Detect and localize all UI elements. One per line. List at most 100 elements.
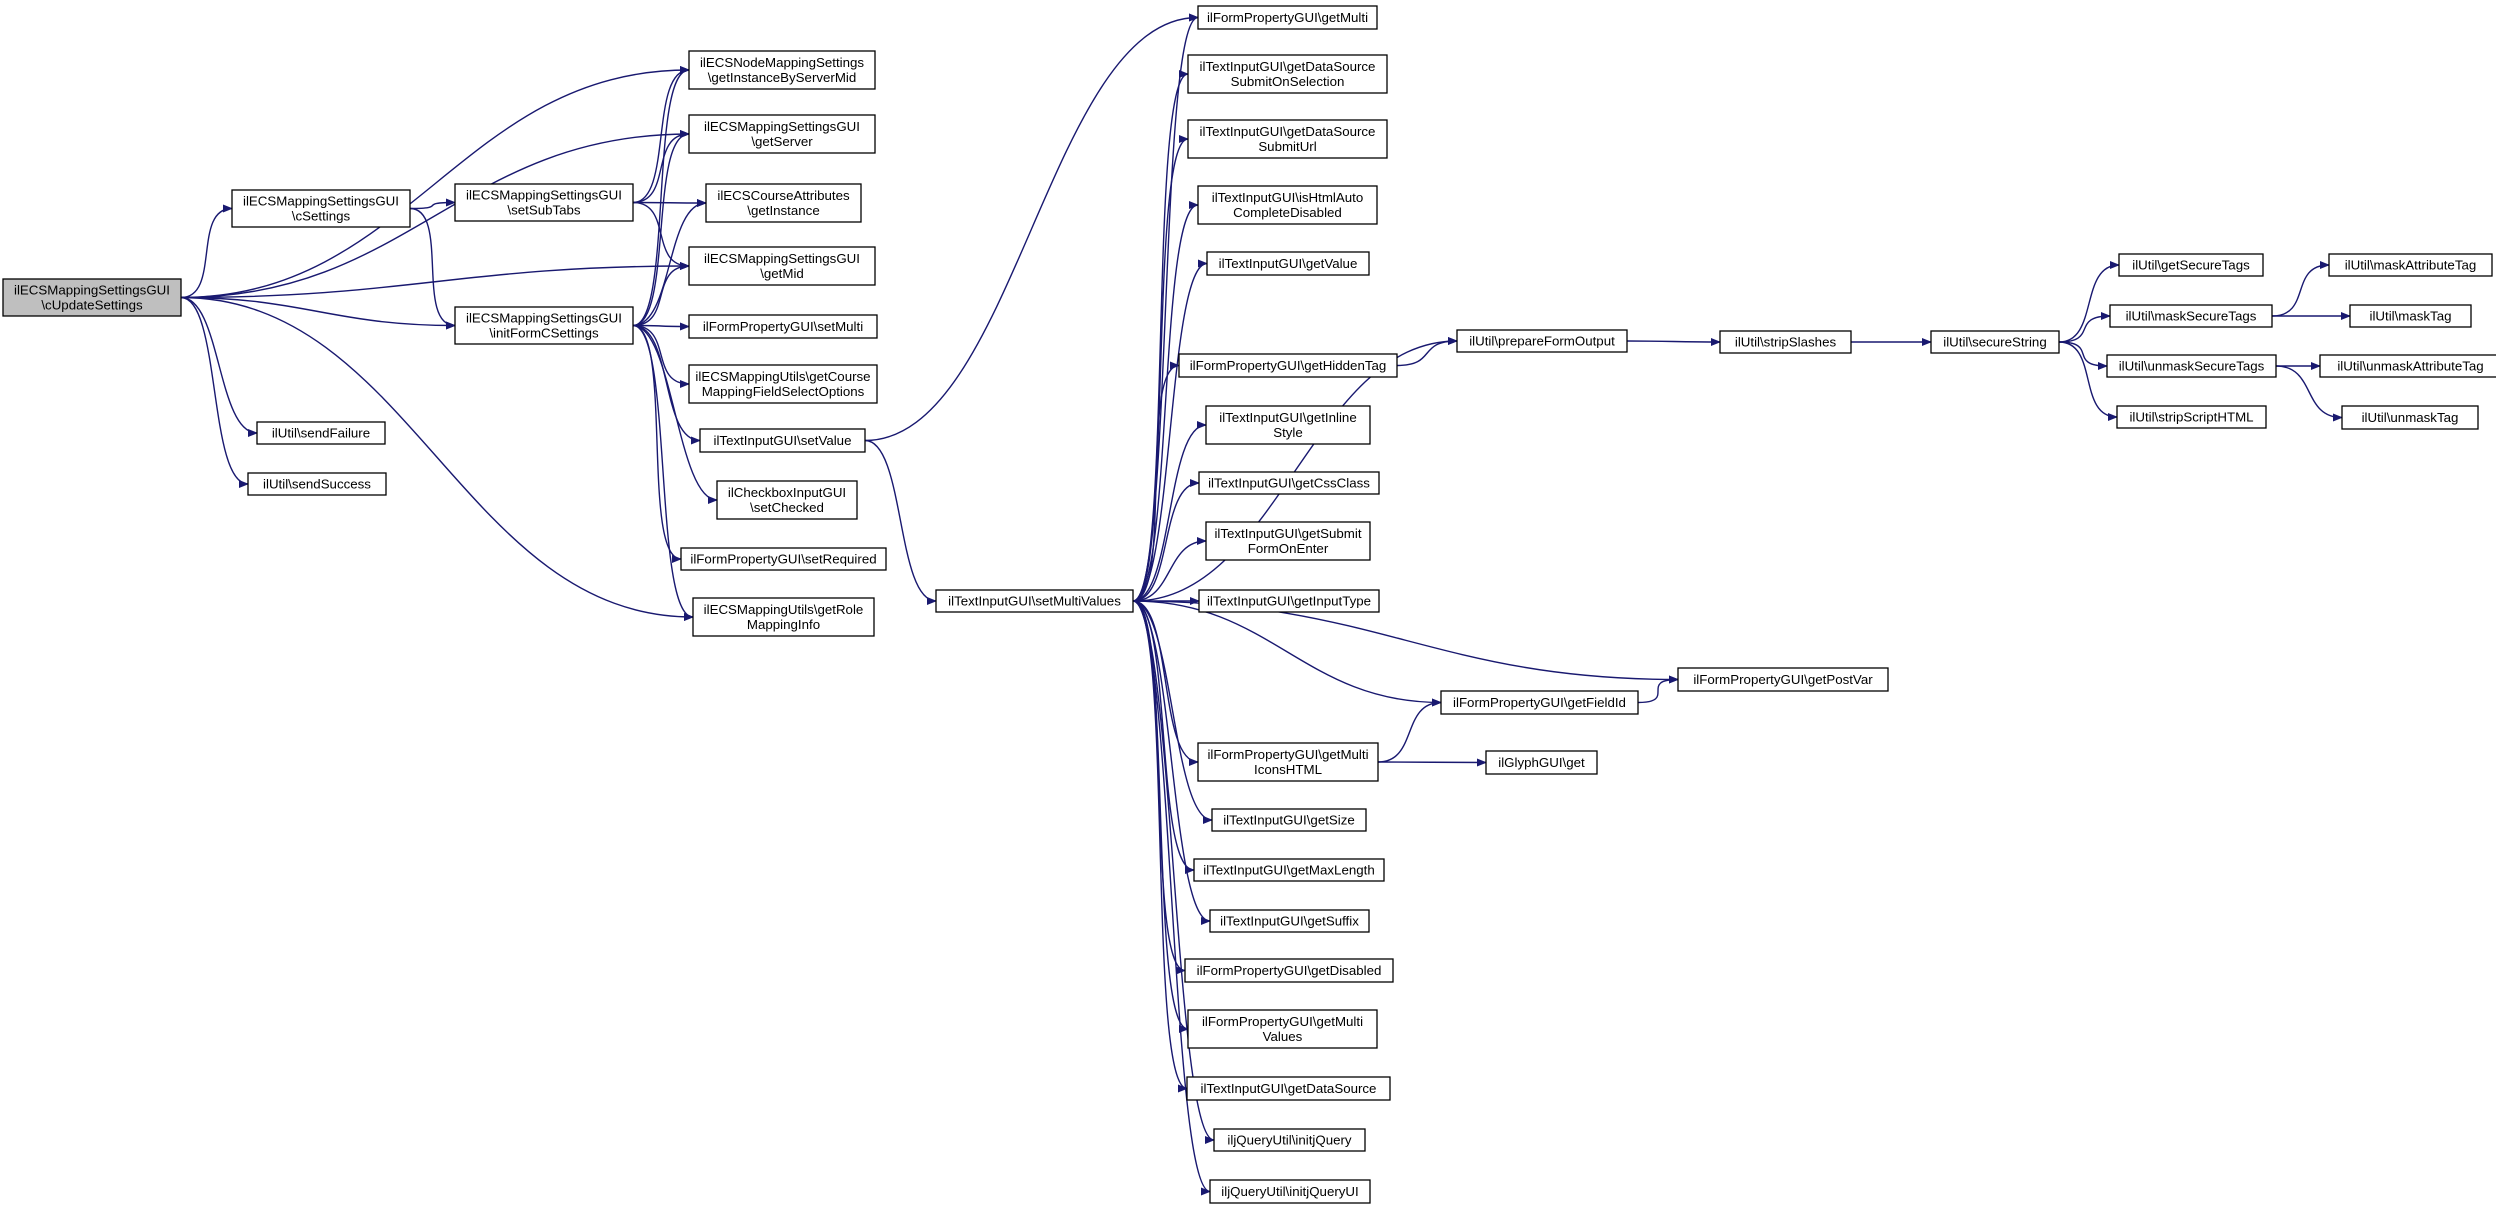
node-maskTag[interactable]: ilUtil\maskTag (2349, 304, 2472, 328)
node-box (1184, 958, 1394, 983)
node-getInstanceByServerMid[interactable]: ilECSNodeMappingSettings\getInstanceBySe… (688, 50, 876, 90)
node-getSize[interactable]: ilTextInputGUI\getSize (1211, 808, 1367, 832)
node-label: iljQueryUtil\initjQuery (1227, 1133, 1351, 1148)
node-isHtmlAutoCompleteDisabled[interactable]: ilTextInputGUI\isHtmlAutoCompleteDisable… (1197, 185, 1378, 225)
node-unmaskAttributeTag[interactable]: ilUtil\unmaskAttributeTag (2319, 354, 2496, 378)
node-box (2319, 354, 2496, 378)
edge-root-to-sendFailure (180, 296, 258, 437)
edge-setMultiValues-to-getMulti (1132, 13, 1199, 602)
node-getSuffix[interactable]: ilTextInputGUI\getSuffix (1209, 909, 1370, 933)
node-getPostVar[interactable]: ilFormPropertyGUI\getPostVar (1677, 667, 1889, 692)
node-box (2, 278, 182, 317)
node-cSettings[interactable]: ilECSMappingSettingsGUI\cSettings (231, 189, 411, 228)
node-getSecureTags[interactable]: ilUtil\getSecureTags (2118, 253, 2264, 277)
node-getCourseMapping[interactable]: ilECSMappingUtils\getCourseMappingFieldS… (688, 364, 878, 404)
edge-maskSecureTags-to-maskAttributeTag (2271, 261, 2330, 317)
node-label: ilTextInputGUI\getSize (1223, 813, 1355, 828)
edge-setMultiValues-to-initjQuery (1132, 600, 1215, 1144)
node-label: iljQueryUtil\initjQueryUI (1221, 1184, 1358, 1199)
node-label: ilFormPropertyGUI\getFieldId (1453, 695, 1626, 710)
node-box (1213, 1128, 1366, 1152)
node-setMulti[interactable]: ilFormPropertyGUI\setMulti (688, 314, 878, 339)
edge-initForm-to-getInstance (632, 199, 707, 327)
node-getCssClass[interactable]: ilTextInputGUI\getCssClass (1198, 471, 1380, 495)
node-getMaxLength[interactable]: ilTextInputGUI\getMaxLength (1193, 858, 1385, 882)
node-initForm[interactable]: ilECSMappingSettingsGUI\initFormCSetting… (454, 306, 634, 345)
node-box (688, 114, 876, 154)
node-getHiddenTag[interactable]: ilFormPropertyGUI\getHiddenTag (1178, 353, 1398, 378)
node-getInputType[interactable]: ilTextInputGUI\getInputType (1198, 589, 1380, 613)
edge-root-to-cSettings (180, 204, 233, 299)
node-box (1187, 119, 1388, 159)
node-setChecked[interactable]: ilCheckboxInputGUI\setChecked (716, 480, 858, 520)
node-unmaskSecureTags[interactable]: ilUtil\unmaskSecureTags (2106, 354, 2277, 378)
node-setMultiValues[interactable]: ilTextInputGUI\setMultiValues (935, 589, 1134, 613)
node-label: ilUtil\secureString (1943, 335, 2046, 350)
edge-setMultiValues-to-getMultiValues (1132, 600, 1189, 1033)
node-box (2328, 253, 2493, 277)
edge-layer (180, 13, 2351, 1196)
node-maskAttributeTag[interactable]: ilUtil\maskAttributeTag (2328, 253, 2493, 277)
node-initjQuery[interactable]: iljQueryUtil\initjQuery (1213, 1128, 1366, 1152)
edge-setMultiValues-to-getHiddenTag (1132, 361, 1180, 602)
edge-secureString-to-maskSecureTags (2058, 312, 2111, 343)
edge-cSettings-to-setSubTabs (409, 198, 456, 210)
node-getServer[interactable]: ilECSMappingSettingsGUI\getServer (688, 114, 876, 154)
node-secureString[interactable]: ilUtil\secureString (1930, 330, 2060, 354)
node-label: ilTextInputGUI\getInline (1219, 410, 1356, 425)
node-box (2106, 354, 2277, 378)
edge-setSubTabs-to-getInstanceByServerMid (632, 66, 690, 204)
node-maskSecureTags[interactable]: ilUtil\maskSecureTags (2109, 304, 2273, 328)
node-setValue[interactable]: ilTextInputGUI\setValue (699, 428, 866, 453)
node-getInstance[interactable]: ilECSCourseAttributes\getInstance (705, 183, 862, 223)
edge-setMultiValues-to-getMultiIconsHTML (1132, 600, 1199, 766)
edge-secureString-to-stripScriptHTML (2058, 341, 2118, 421)
edge-secureString-to-getSecureTags (2058, 261, 2120, 343)
node-sendFailure[interactable]: ilUtil\sendFailure (256, 421, 386, 445)
edge-setMultiValues-to-isHtmlAutoCompleteDisabled (1132, 201, 1199, 602)
node-getMid[interactable]: ilECSMappingSettingsGUI\getMid (688, 246, 876, 286)
node-getMulti[interactable]: ilFormPropertyGUI\getMulti (1197, 5, 1378, 30)
node-box (1198, 471, 1380, 495)
edge-getHiddenTag-to-prepareFormOutput (1396, 337, 1458, 367)
edge-root-to-initForm (180, 296, 456, 330)
node-label: ilUtil\unmaskSecureTags (2119, 359, 2265, 374)
node-getDataSource[interactable]: ilTextInputGUI\getDataSource (1186, 1076, 1391, 1101)
node-getValue[interactable]: ilTextInputGUI\getValue (1206, 251, 1370, 276)
node-box (1187, 54, 1388, 94)
node-getDisabled[interactable]: ilFormPropertyGUI\getDisabled (1184, 958, 1394, 983)
node-stripSlashes[interactable]: ilUtil\stripSlashes (1719, 330, 1852, 354)
node-label: ilUtil\sendSuccess (263, 477, 371, 492)
node-sendSuccess[interactable]: ilUtil\sendSuccess (247, 472, 387, 496)
node-initjQueryUI[interactable]: iljQueryUtil\initjQueryUI (1209, 1179, 1371, 1204)
node-label: ilFormPropertyGUI\getMulti (1207, 747, 1368, 762)
node-label: MappingFieldSelectOptions (702, 384, 865, 399)
node-stripScriptHTML[interactable]: ilUtil\stripScriptHTML (2116, 405, 2267, 429)
node-label: \cSettings (292, 209, 351, 224)
node-label: ilTextInputGUI\getDataSource (1201, 1081, 1377, 1096)
edge-setMultiValues-to-getSuffix (1132, 600, 1211, 925)
node-glyphGet[interactable]: ilGlyphGUI\get (1485, 750, 1598, 775)
node-setSubTabs[interactable]: ilECSMappingSettingsGUI\setSubTabs (454, 183, 634, 222)
node-label: ilUtil\maskAttributeTag (2345, 258, 2477, 273)
node-label: \cUpdateSettings (41, 298, 143, 313)
edge-setMultiValues-to-getDataSourceSubmitOnSelection (1132, 70, 1189, 602)
node-label: ilUtil\maskTag (2369, 309, 2451, 324)
node-setRequired[interactable]: ilFormPropertyGUI\setRequired (680, 547, 887, 571)
node-root[interactable]: ilECSMappingSettingsGUI\cUpdateSettings (2, 278, 182, 317)
edge-setValue-to-getMulti (864, 13, 1199, 442)
node-getDataSourceSubmitOnSelection[interactable]: ilTextInputGUI\getDataSourceSubmitOnSele… (1187, 54, 1388, 94)
edge-initForm-to-setChecked (632, 324, 718, 504)
node-box (2349, 304, 2472, 328)
node-box (688, 364, 878, 404)
node-prepareFormOutput[interactable]: ilUtil\prepareFormOutput (1456, 329, 1628, 353)
node-getFieldId[interactable]: ilFormPropertyGUI\getFieldId (1440, 690, 1639, 715)
edge-cSettings-to-initForm (409, 207, 456, 330)
node-unmaskTag[interactable]: ilUtil\unmaskTag (2341, 405, 2479, 430)
